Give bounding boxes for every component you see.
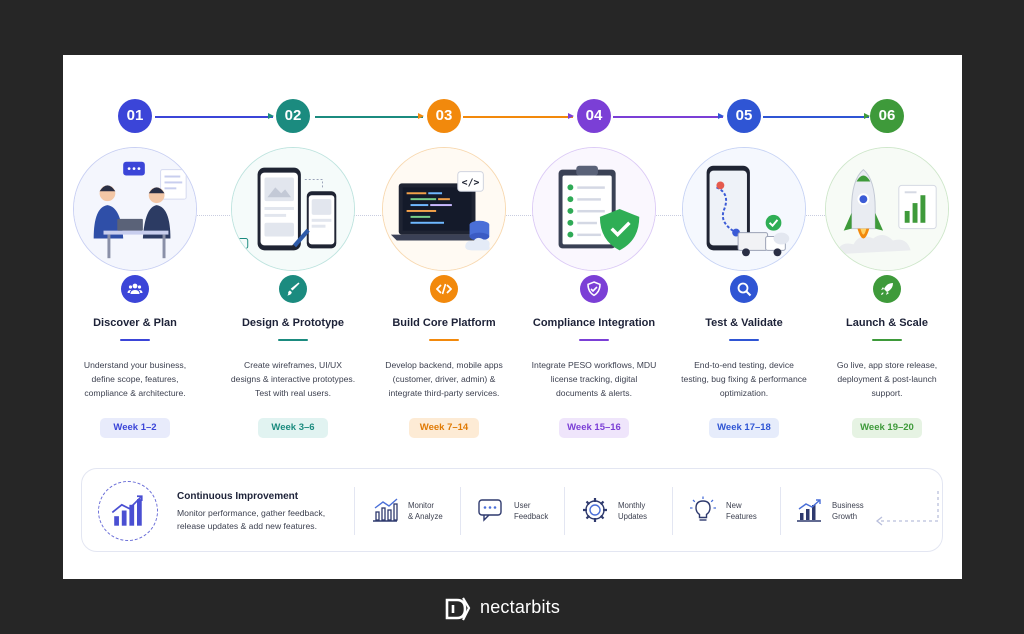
divider xyxy=(780,487,781,535)
step-title: Build Core Platform xyxy=(392,317,496,329)
brush-icon xyxy=(279,275,307,303)
compliance-illustration xyxy=(532,147,656,271)
step-number: 02 xyxy=(276,99,310,133)
step-title: Compliance Integration xyxy=(532,317,656,329)
step-number: 05 xyxy=(727,99,761,133)
step-description: Develop backend, mobile apps (customer, … xyxy=(385,360,503,398)
code-icon xyxy=(430,275,458,303)
bulb-icon xyxy=(690,496,716,521)
step-title: Design & Prototype xyxy=(241,317,345,329)
connector-2-3 xyxy=(315,113,424,119)
title-underline xyxy=(729,339,759,341)
divider xyxy=(564,487,565,535)
connector-1-2 xyxy=(155,113,274,119)
week-badge: Week 7–14 xyxy=(409,418,479,438)
growth-icon xyxy=(797,499,821,522)
chart-icon xyxy=(373,498,398,522)
improvement-chart-icon xyxy=(98,481,158,541)
step-description: Integrate PESO workflows, MDU license tr… xyxy=(531,360,657,398)
step-description: Create wireframes, UI/UX designs & inter… xyxy=(230,360,356,398)
gear-icon xyxy=(583,498,607,522)
week-badge: Week 19–20 xyxy=(852,418,922,438)
design-illustration xyxy=(231,147,355,271)
title-underline xyxy=(120,339,150,341)
launch-illustration xyxy=(825,147,949,271)
step-title: Test & Validate xyxy=(705,317,783,329)
title-underline xyxy=(872,339,902,341)
connector-4-5 xyxy=(613,113,724,119)
divider xyxy=(354,487,355,535)
continuous-improvement-panel: Continuous Improvement Monitor performan… xyxy=(81,468,943,552)
week-badge: Week 17–18 xyxy=(709,418,779,438)
build-illustration: </> xyxy=(382,147,506,271)
roadmap-card: 01 Discover & Plan Understand your bus xyxy=(63,55,962,579)
connector-3-4 xyxy=(463,113,574,119)
discover-illustration xyxy=(73,147,197,271)
svg-text:</>: </> xyxy=(462,177,480,188)
title-underline xyxy=(278,339,308,341)
step-description: Go live, app store release, deployment &… xyxy=(836,360,938,398)
ring-link-4 xyxy=(653,215,683,216)
step-description: Understand your business, define scope, … xyxy=(83,360,187,398)
test-illustration xyxy=(682,147,806,271)
brand-mark-icon xyxy=(445,597,471,621)
step-number: 06 xyxy=(870,99,904,133)
week-badge: Week 15–16 xyxy=(559,418,629,438)
connector-5-6 xyxy=(763,113,870,119)
title-underline xyxy=(429,339,459,341)
step-number: 03 xyxy=(427,99,461,133)
improvement-description: Monitor performance, gather feedback, re… xyxy=(177,508,326,531)
step-number: 04 xyxy=(577,99,611,133)
search-icon xyxy=(730,275,758,303)
rocket-icon xyxy=(873,275,901,303)
feature-label: Monitor& Analyze xyxy=(408,501,443,521)
users-icon xyxy=(121,275,149,303)
step-title: Discover & Plan xyxy=(93,317,177,329)
ring-link-3 xyxy=(503,215,533,216)
title-underline xyxy=(579,339,609,341)
ring-link-1 xyxy=(194,215,230,216)
week-badge: Week 1–2 xyxy=(100,418,170,438)
shield-check-icon xyxy=(580,275,608,303)
divider xyxy=(460,487,461,535)
ring-link-2 xyxy=(353,215,383,216)
step-description: End-to-end testing, device testing, bug … xyxy=(681,360,807,398)
improvement-title: Continuous Improvement xyxy=(177,491,299,502)
divider xyxy=(672,487,673,535)
week-badge: Week 3–6 xyxy=(258,418,328,438)
chat-icon xyxy=(478,499,502,522)
step-number: 01 xyxy=(118,99,152,133)
step-title: Launch & Scale xyxy=(846,317,928,329)
ring-link-5 xyxy=(803,215,827,216)
nectarbits-logo: nectarbits xyxy=(444,594,584,624)
loop-arrow xyxy=(875,491,939,526)
brand-name: nectarbits xyxy=(480,597,561,617)
